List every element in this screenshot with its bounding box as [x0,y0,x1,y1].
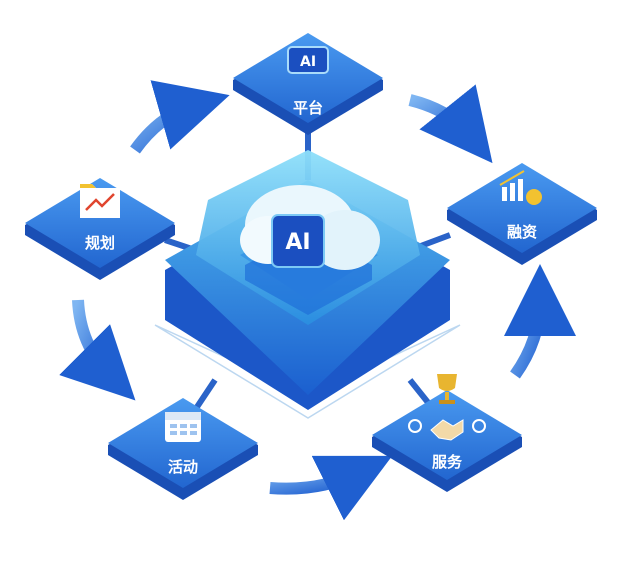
arrow-platform-to-finance [408,84,493,164]
center-hub: AI [154,150,461,419]
ai-chip-icon: AI [287,46,329,74]
trophy-icon [437,374,457,404]
ai-chip-icon: AI [271,214,325,268]
node-planning[interactable]: 规划 [25,178,175,280]
arrow-finance-to-service [503,264,576,379]
node-label: 平台 [293,99,323,117]
node-label: 规划 [85,234,115,252]
calendar-icon [165,412,201,442]
node-finance[interactable]: 融资 [447,163,597,265]
arrow-activity-to-planning [59,299,136,401]
center-ai-label: AI [285,230,310,255]
svg-text:AI: AI [300,54,316,70]
folder-chart-icon [80,184,120,218]
arrow-planning-to-platform [130,80,230,154]
growth-chart-coin-icon [499,170,542,205]
node-platform[interactable]: AI 平台 [233,33,383,135]
arrow-service-to-activity [269,455,393,521]
node-label: 活动 [168,458,198,476]
node-activity[interactable]: 活动 [108,398,258,500]
handshake-icon [408,419,486,441]
node-label: 服务 [432,453,463,471]
node-service[interactable]: 服务 [372,374,522,492]
cycle-arrows [59,80,576,521]
node-label: 融资 [507,223,537,241]
